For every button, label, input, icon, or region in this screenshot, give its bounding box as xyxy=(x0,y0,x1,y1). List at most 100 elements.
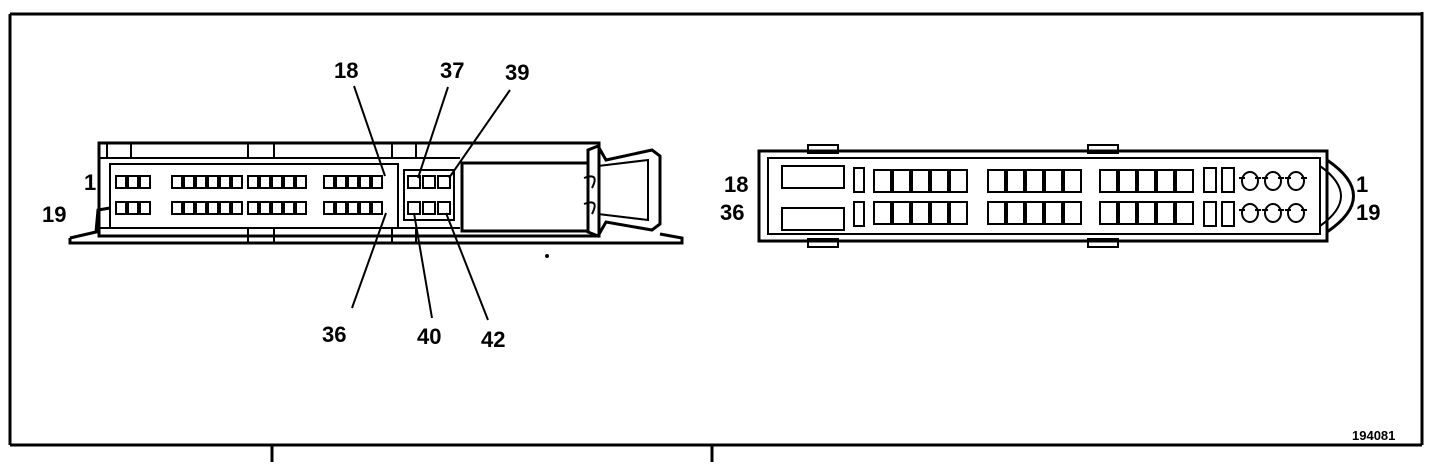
terminal-cavity xyxy=(335,175,347,189)
terminal-cavity xyxy=(1063,201,1082,225)
terminal-cavity xyxy=(949,201,968,225)
terminal-cavity xyxy=(873,201,892,225)
terminal-cavity xyxy=(911,169,930,193)
aux-terminal-cavity xyxy=(422,201,436,215)
right-key-slot xyxy=(781,165,845,189)
terminal-cavity xyxy=(259,175,271,189)
pin-label-19-left: 19 xyxy=(42,202,66,227)
power-terminal-cavity xyxy=(1239,171,1261,191)
terminal-cavity xyxy=(271,201,283,215)
pin-label-40: 40 xyxy=(417,324,441,349)
terminal-cavity xyxy=(323,175,335,189)
terminal-cavity xyxy=(1118,169,1137,193)
right-connector xyxy=(757,144,1355,248)
terminal-cavity xyxy=(115,175,127,189)
power-terminal-cavity xyxy=(1239,203,1261,223)
right-key-slot xyxy=(781,207,845,231)
terminal-cavity xyxy=(892,169,911,193)
left-connector xyxy=(68,141,684,258)
terminal-cavity xyxy=(247,175,259,189)
left-terminal-frame xyxy=(109,163,399,229)
terminal-cavity xyxy=(1118,201,1137,225)
terminal-cavity xyxy=(1006,201,1025,225)
terminal-cavity xyxy=(892,201,911,225)
pin-label-39: 39 xyxy=(505,60,529,85)
terminal-cavity xyxy=(347,201,359,215)
terminal-cavity xyxy=(1025,201,1044,225)
terminal-cavity xyxy=(1137,169,1156,193)
terminal-cavity xyxy=(171,201,183,215)
terminal-cavity xyxy=(1044,201,1063,225)
terminal-cavity xyxy=(1063,169,1082,193)
power-terminal-cavity xyxy=(1262,171,1284,191)
terminal-cavity xyxy=(1175,169,1194,193)
figure-id: 194081 xyxy=(1352,428,1395,443)
terminal-cavity xyxy=(930,169,949,193)
left-top-tab xyxy=(247,142,275,159)
pin-label-19-right: 19 xyxy=(1356,200,1380,225)
terminal-cavity xyxy=(335,201,347,215)
terminal-cavity xyxy=(127,201,139,215)
terminal-cavity xyxy=(1175,201,1194,225)
right-bottom-tab xyxy=(807,238,839,248)
terminal-cavity xyxy=(371,201,383,215)
terminal-cavity xyxy=(359,175,371,189)
terminal-cavity xyxy=(295,201,307,215)
terminal-cavity xyxy=(283,175,295,189)
leader-40 xyxy=(413,212,433,319)
terminal-cavity xyxy=(987,201,1006,225)
terminal-cavity xyxy=(347,175,359,189)
pin-label-18-right: 18 xyxy=(724,172,748,197)
terminal-cavity xyxy=(219,175,231,189)
terminal-cavity xyxy=(911,201,930,225)
terminal-cavity xyxy=(987,169,1006,193)
left-aux-frame xyxy=(403,169,455,221)
pin-label-36-left: 36 xyxy=(322,322,346,347)
terminal-cavity xyxy=(1099,169,1118,193)
terminal-cavity xyxy=(1156,201,1175,225)
left-leader-lines xyxy=(351,85,511,321)
terminal-cavity xyxy=(371,175,383,189)
terminal-cavity xyxy=(271,175,283,189)
left-connector-body xyxy=(97,141,601,238)
left-bottom-tab xyxy=(391,227,417,244)
terminal-cavity xyxy=(171,175,183,189)
pin-label-1-left: 1 xyxy=(84,170,96,195)
terminal-cavity xyxy=(127,175,139,189)
terminal-cavity xyxy=(219,201,231,215)
terminal-cavity xyxy=(1137,201,1156,225)
leader-39 xyxy=(448,89,511,179)
pin-label-37: 37 xyxy=(440,58,464,83)
terminal-cavity xyxy=(283,201,295,215)
terminal-cavity xyxy=(183,175,195,189)
terminal-cavity xyxy=(183,201,195,215)
pin-label-42: 42 xyxy=(481,327,505,352)
aux-terminal-cavity xyxy=(422,175,436,189)
right-connector-inner xyxy=(767,157,1321,235)
terminal-cavity xyxy=(247,201,259,215)
terminal-cavity xyxy=(930,201,949,225)
terminal-cavity xyxy=(139,201,151,215)
power-terminal-cavity xyxy=(1285,171,1307,191)
left-terminal-array xyxy=(115,175,451,215)
right-terminal-array xyxy=(873,169,1307,225)
left-marker-dot xyxy=(545,254,549,258)
left-latch-window xyxy=(460,161,590,233)
terminal-cavity xyxy=(1006,169,1025,193)
terminal-cavity xyxy=(323,201,335,215)
terminal-cavity xyxy=(873,169,892,193)
left-top-tab xyxy=(391,142,417,159)
terminal-cavity xyxy=(1044,169,1063,193)
leader-18 xyxy=(353,85,386,177)
pin-label-18-left: 18 xyxy=(334,58,358,83)
pin-label-1-right: 1 xyxy=(1356,172,1368,197)
power-terminal-cavity xyxy=(1262,203,1284,223)
pin-label-36-right: 36 xyxy=(720,200,744,225)
right-connector-body xyxy=(757,149,1329,243)
aux-terminal-cavity xyxy=(437,175,451,189)
terminal-cavity xyxy=(195,201,207,215)
power-terminal-cavity xyxy=(1285,203,1307,223)
terminal-cavity xyxy=(115,201,127,215)
leader-37 xyxy=(417,86,449,179)
